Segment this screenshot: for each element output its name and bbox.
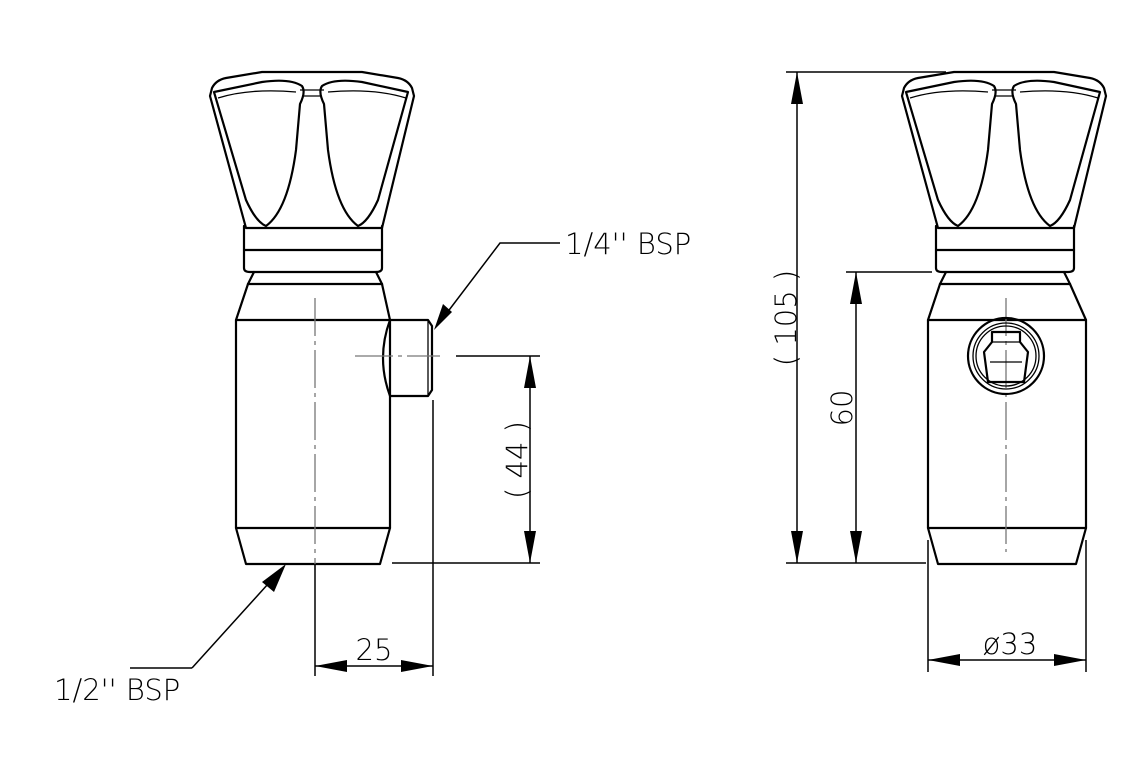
port-height-label: ( 44 ) xyxy=(500,421,534,499)
body xyxy=(234,282,392,570)
dimension-port-height: ( 44 ) xyxy=(392,355,540,564)
bottom-inlet-callout: 1/2'' BSP xyxy=(54,564,286,707)
overall-height-label: ( 105 ) xyxy=(769,270,803,366)
port-face xyxy=(966,316,1046,396)
handle xyxy=(900,70,1108,286)
front-view xyxy=(900,70,1108,566)
side-view xyxy=(208,70,440,570)
handle xyxy=(208,70,416,286)
body-diameter-label: ø33 xyxy=(983,627,1038,661)
dimension-body-height: 60 xyxy=(825,271,932,563)
body xyxy=(926,282,1088,566)
dimension-overall-height: ( 105 ) xyxy=(769,71,946,564)
dimension-port-offset: 25 xyxy=(314,400,434,676)
dimension-body-diameter: ø33 xyxy=(927,540,1087,672)
bottom-inlet-label: 1/2'' BSP xyxy=(54,673,180,707)
side-port-callout: 1/4'' BSP xyxy=(434,227,691,330)
body-height-label: 60 xyxy=(825,390,859,427)
side-port xyxy=(355,318,440,398)
side-port-label: 1/4'' BSP xyxy=(565,227,691,261)
port-offset-label: 25 xyxy=(356,633,393,667)
